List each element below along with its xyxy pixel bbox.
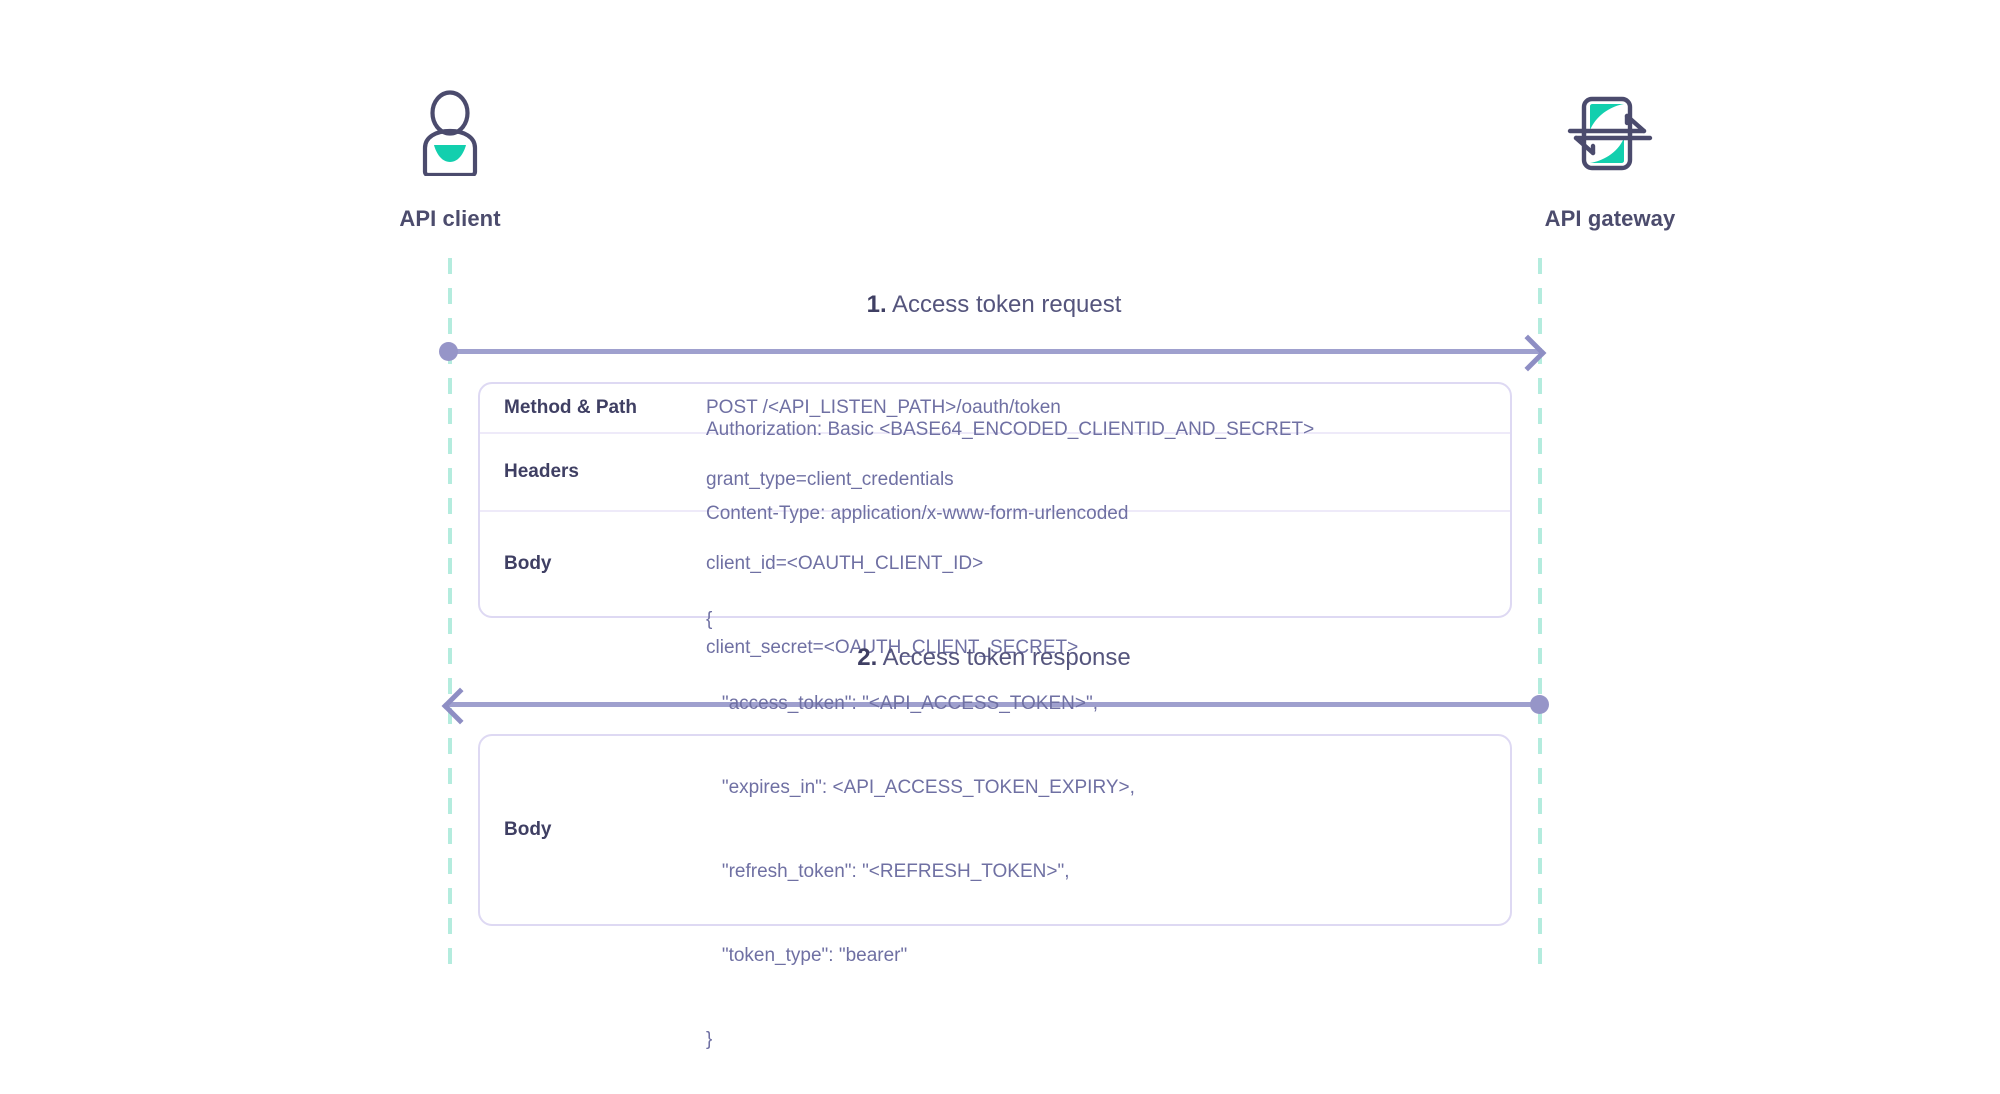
step-2-arrow-left xyxy=(441,688,1549,725)
actor-api-gateway: API gateway xyxy=(1480,78,1740,232)
api-gateway-exchange-icon xyxy=(1480,78,1740,188)
step-1-label: Access token request xyxy=(891,291,1122,318)
step-1-number: 1. xyxy=(866,291,887,318)
arrow-line xyxy=(448,349,1540,355)
row-key: Method & Path xyxy=(504,397,637,418)
row-value: POST /<API_LISTEN_PATH>/oauth/token xyxy=(706,332,1486,484)
arrow-start-dot xyxy=(439,342,458,362)
table-row: Headers Authorization: Basic <BASE64_ENC… xyxy=(480,419,1510,524)
lifeline-api-gateway xyxy=(1538,258,1542,968)
row-value-line: "access_token": "<API_ACCESS_TOKEN>", xyxy=(706,693,1099,714)
row-value-line: { xyxy=(706,609,713,630)
step-2-number: 2. xyxy=(857,644,878,671)
row-value-line: Authorization: Basic <BASE64_ENCODED_CLI… xyxy=(706,419,1315,440)
user-person-icon xyxy=(320,78,580,188)
row-key: Body xyxy=(504,819,552,840)
response-details-card: Body { "access_token": "<API_ACCESS_TOKE… xyxy=(478,609,1512,1050)
arrow-line xyxy=(448,702,1540,708)
row-value-line: "token_type": "bearer" xyxy=(706,945,908,966)
row-value-line: "expires_in": <API_ACCESS_TOKEN_EXPIRY>, xyxy=(706,777,1135,798)
step-2-access-token-response: 2. Access token response xyxy=(441,644,1549,725)
request-details-card: Method & Path POST /<API_LISTEN_PATH>/oa… xyxy=(478,382,1512,658)
row-value-line: grant_type=client_credentials xyxy=(706,469,954,490)
row-value-line: } xyxy=(706,1029,713,1050)
actor-label-api-gateway: API gateway xyxy=(1544,206,1676,231)
row-value: { "access_token": "<API_ACCESS_TOKEN>", … xyxy=(706,544,1486,1094)
arrow-start-dot xyxy=(1530,695,1549,715)
lifeline-api-client xyxy=(448,258,452,968)
table-row: Body grant_type=client_credentials clien… xyxy=(480,469,1510,658)
step-1-access-token-request: 1. Access token request xyxy=(439,291,1547,372)
row-key: Body xyxy=(504,553,552,574)
step-1-title: 1. Access token request xyxy=(448,291,1540,318)
row-key: Headers xyxy=(504,461,579,482)
step-1-arrow-right xyxy=(439,335,1547,372)
table-row: Body { "access_token": "<API_ACCESS_TOKE… xyxy=(480,609,1510,1050)
row-value: Authorization: Basic <BASE64_ENCODED_CLI… xyxy=(706,354,1486,590)
row-value-line: Content-Type: application/x-www-form-url… xyxy=(706,503,1129,524)
actor-label-api-client: API client xyxy=(399,206,501,231)
row-value-line: "refresh_token": "<REFRESH_TOKEN>", xyxy=(706,861,1070,882)
table-row: Method & Path POST /<API_LISTEN_PATH>/oa… xyxy=(480,384,1510,434)
row-value-line: POST /<API_LISTEN_PATH>/oauth/token xyxy=(706,397,1061,418)
row-value: grant_type=client_credentials client_id=… xyxy=(706,404,1486,724)
step-2-title: 2. Access token response xyxy=(448,644,1540,671)
row-value-line: client_id=<OAUTH_CLIENT_ID> xyxy=(706,553,984,574)
step-2-label: Access token response xyxy=(882,644,1131,671)
actor-api-client: API client xyxy=(320,78,580,232)
row-value-line: client_secret=<OAUTH_CLIENT_SECRET> xyxy=(706,637,1079,658)
